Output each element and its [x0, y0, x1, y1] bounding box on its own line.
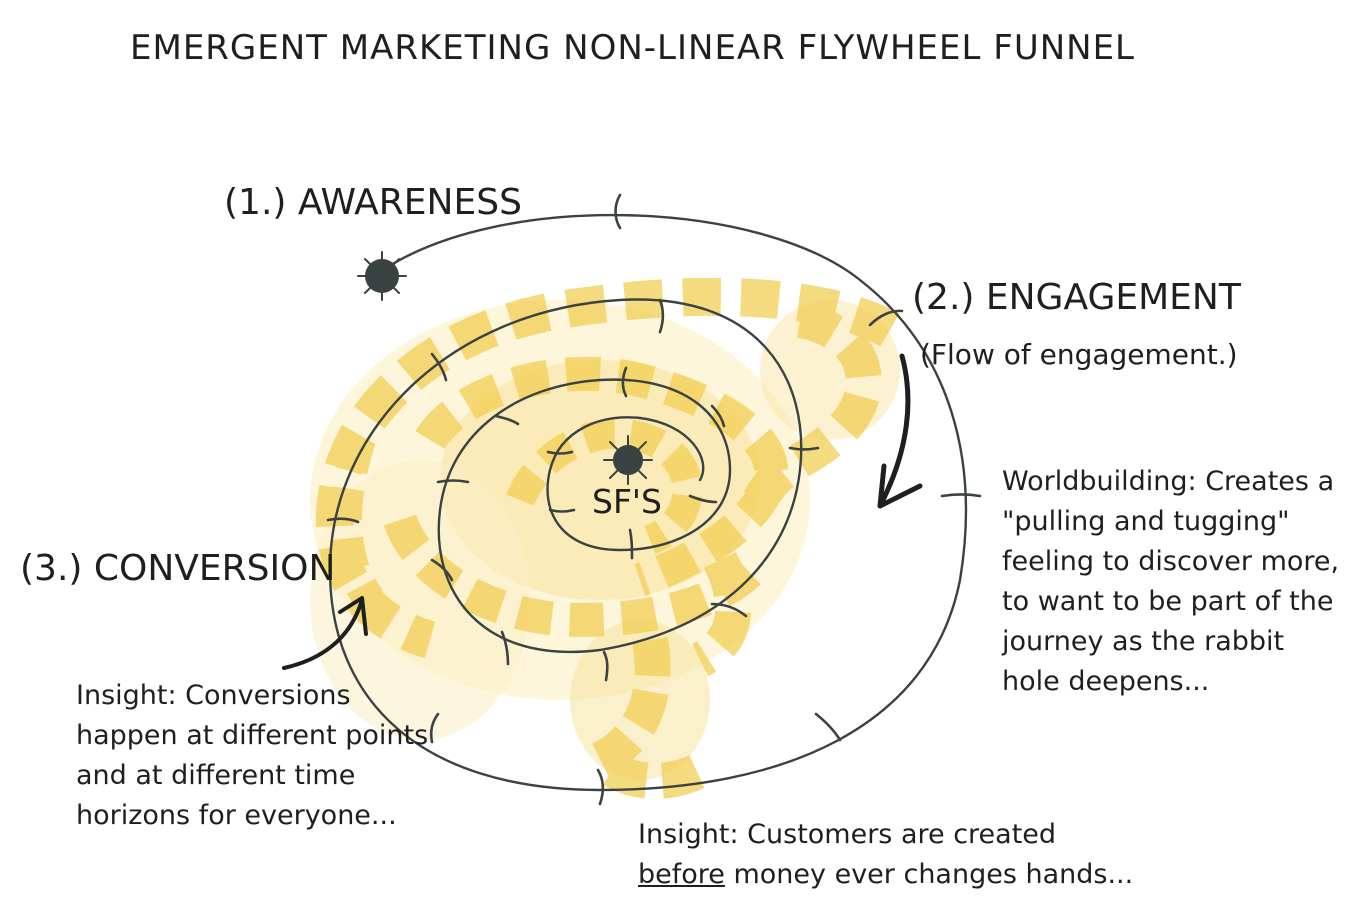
- engagement-subtitle: (Flow of engagement.): [920, 338, 1238, 371]
- spiral-line: [328, 213, 968, 792]
- center-marker: [603, 435, 653, 485]
- highlight-dashes: [315, 277, 900, 799]
- diagram-title: EMERGENT MARKETING NON-LINEAR FLYWHEEL F…: [130, 28, 1136, 68]
- stage-conversion-label: (3.) CONVERSION: [20, 548, 336, 589]
- engagement-arrow: [877, 353, 923, 509]
- conversions-insight-note: Insight: Conversions happen at different…: [76, 680, 429, 831]
- customers-insight-rest: money ever changes hands...: [724, 859, 1134, 890]
- center-label: SF'S: [592, 482, 662, 521]
- customers-insight-emphasis: before: [638, 859, 725, 890]
- spiral-ticks: [326, 193, 982, 806]
- stage-engagement-label: (2.) ENGAGEMENT: [912, 277, 1241, 318]
- customers-insight-line-1: Insight: Customers are created: [638, 819, 1057, 850]
- stage-awareness-label: (1.) AWARENESS: [224, 182, 522, 223]
- conversion-arrow: [282, 596, 368, 670]
- awareness-marker: [357, 251, 407, 301]
- customers-insight-note: Insight: Customers are created before mo…: [638, 815, 1338, 895]
- customers-insight-line-2: before money ever changes hands...: [638, 855, 1338, 895]
- worldbuilding-note: Worldbuilding: Creates a "pulling and tu…: [1002, 466, 1340, 697]
